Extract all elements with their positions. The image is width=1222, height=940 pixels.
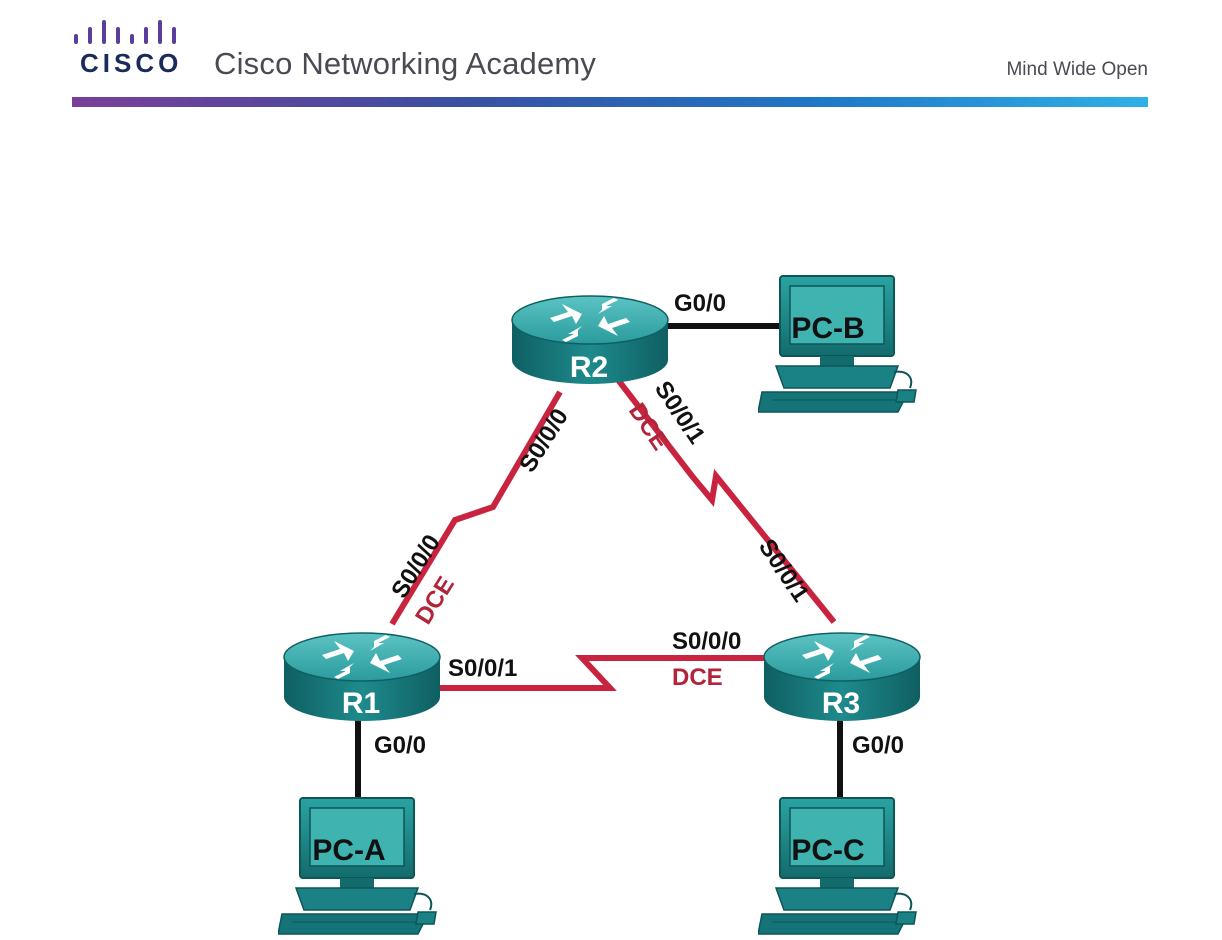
serial-link-r1-r3 bbox=[440, 655, 770, 691]
label-r3-g0-0: G0/0 bbox=[852, 732, 904, 759]
router-r2[interactable]: R2 bbox=[511, 295, 669, 385]
cisco-wordmark: CISCO bbox=[80, 48, 183, 78]
academy-title: Cisco Networking Academy bbox=[214, 46, 597, 81]
label-r2-g0-0: G0/0 bbox=[674, 290, 726, 317]
label-r3-s0-0-0: S0/0/0 bbox=[672, 628, 741, 655]
serial-link-r2-r3 bbox=[609, 370, 837, 624]
router-name: R1 bbox=[342, 687, 380, 720]
academy-header: CISCO Cisco Networking Academy Mind Wide… bbox=[0, 0, 1222, 110]
label-r3-dce: DCE bbox=[672, 664, 723, 691]
label-r2-s0-0-0: S0/0/0 bbox=[514, 404, 574, 477]
router-r3[interactable]: R3 bbox=[763, 632, 921, 722]
cisco-logo-icon bbox=[74, 20, 176, 44]
pc-c[interactable]: PC-C bbox=[758, 797, 917, 935]
pc-name: PC-A bbox=[312, 834, 385, 867]
router-name: R3 bbox=[822, 687, 860, 720]
pc-a[interactable]: PC-A bbox=[278, 797, 437, 935]
label-r1-g0-0: G0/0 bbox=[374, 732, 426, 759]
label-r1-s0-0-1: S0/0/1 bbox=[448, 655, 517, 682]
router-r1[interactable]: R1 bbox=[283, 632, 441, 722]
router-name: R2 bbox=[570, 351, 608, 384]
label-r3-s0-0-1: S0/0/1 bbox=[753, 534, 814, 607]
pc-name: PC-C bbox=[791, 834, 864, 867]
brand-gradient-rule bbox=[72, 97, 1148, 107]
pc-b[interactable]: PC-B bbox=[758, 275, 917, 413]
brand-tagline: Mind Wide Open bbox=[1006, 59, 1148, 80]
pc-name: PC-B bbox=[791, 312, 864, 345]
serial-link-r1-r2 bbox=[389, 390, 563, 626]
